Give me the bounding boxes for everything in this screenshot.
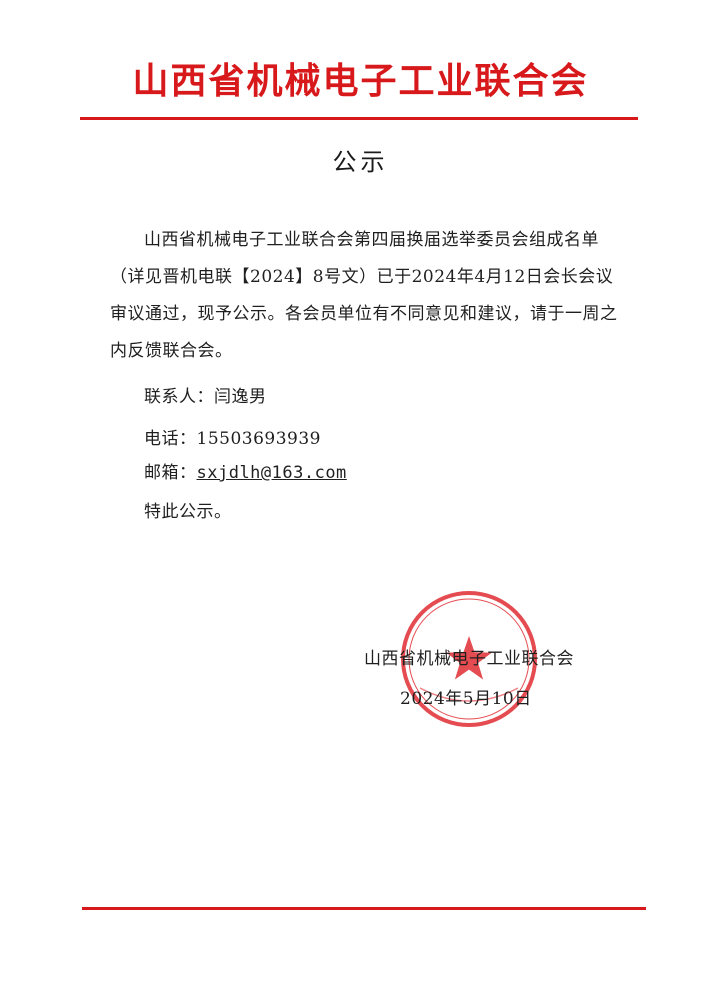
announcement-paragraph: 山西省机械电子工业联合会第四届换届选举委员会组成名单（详见晋机电联【2024】8… <box>110 230 618 361</box>
phone-label: 电话： <box>144 429 197 449</box>
email-label: 邮箱： <box>144 463 197 483</box>
header-divider <box>80 117 638 120</box>
signature-date: 2024年5月10日 <box>400 689 532 709</box>
letterhead-title: 山西省机械电子工业联合会 <box>132 60 589 102</box>
signature-organization: 山西省机械电子工业联合会 <box>364 649 574 669</box>
contact-person: 联系人：闫逸男 <box>144 382 267 407</box>
email-link[interactable]: sxjdlh@163.com <box>196 463 347 483</box>
closing-statement: 特此公示。 <box>144 502 232 522</box>
contact-phone: 电话：15503693939 <box>144 424 321 449</box>
footer-divider <box>82 907 646 910</box>
contact-name: 闫逸男 <box>214 387 267 407</box>
phone-value: 15503693939 <box>196 429 321 449</box>
official-seal-icon <box>401 591 537 727</box>
document-heading: 公示 <box>332 148 389 176</box>
contact-label: 联系人： <box>144 387 214 407</box>
contact-email: 邮箱：sxjdlh@163.com <box>144 458 347 483</box>
